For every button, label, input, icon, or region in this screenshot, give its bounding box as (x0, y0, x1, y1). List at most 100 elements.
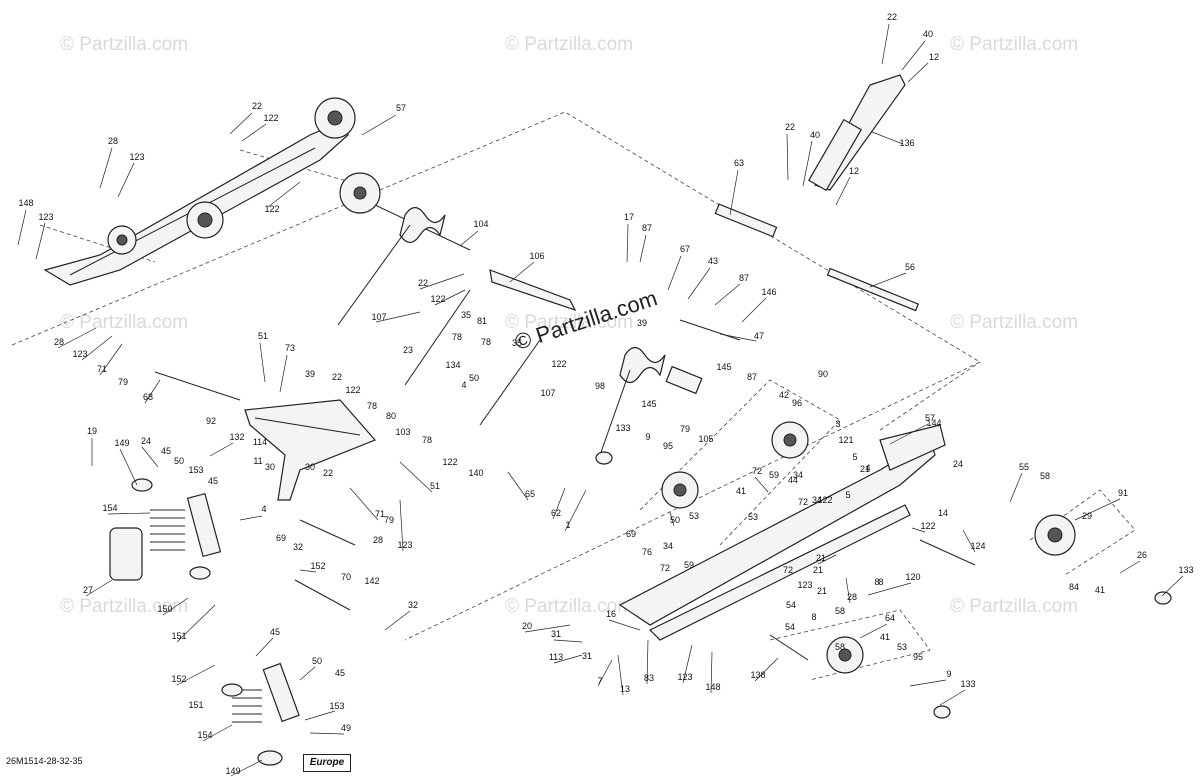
leader-line (241, 123, 267, 142)
idler-hub (673, 483, 687, 497)
part-number-label: 145 (716, 362, 731, 372)
part-number-label: 124 (970, 541, 985, 551)
part-labels: 2240125722122281231481231221362240126310… (18, 12, 1193, 776)
leader-line (459, 230, 479, 247)
part-number-label: 79 (118, 377, 128, 387)
part-number-label: 72 (660, 563, 670, 573)
part-number-label: 54 (785, 622, 795, 632)
leader-line (911, 527, 926, 533)
part-number-label: 45 (335, 668, 345, 678)
watermark: © Partzilla.com (950, 34, 1078, 55)
leader-line (279, 354, 288, 393)
part-number-label: 59 (684, 560, 694, 570)
part-number-label: 92 (206, 416, 216, 426)
part-number-label: 12 (849, 166, 859, 176)
part-number-label: 58 (835, 642, 845, 652)
part-number-label: 5 (852, 452, 857, 462)
part-number-label: 7 (597, 676, 602, 686)
idler-hub (1047, 527, 1063, 543)
part-number-label: 148 (705, 682, 720, 692)
part-number-label: 43 (708, 256, 718, 266)
part-number-label: 1 (565, 520, 570, 530)
part-number-label: 57 (925, 413, 935, 423)
ring-133 (595, 451, 613, 465)
part-number-label: 152 (310, 561, 325, 571)
part-number-label: 35 (461, 310, 471, 320)
part-number-label: 42 (779, 390, 789, 400)
ring-133 (1154, 591, 1172, 605)
part-number-label: 122 (263, 113, 278, 123)
part-number-label: 28 (54, 337, 64, 347)
part-number-label: 87 (642, 223, 652, 233)
shock-cover-150 (109, 527, 143, 581)
part-number-label: 107 (540, 388, 555, 398)
spring-arm (337, 224, 411, 326)
part-number-label: 153 (329, 701, 344, 711)
watermark: © Partzilla.com (60, 596, 188, 617)
leader-line (267, 181, 301, 208)
part-number-label: 140 (468, 468, 483, 478)
shaft-wheel-hub (353, 186, 367, 200)
part-number-label: 132 (229, 432, 244, 442)
watermark-layer: © Partzilla.com © Partzilla.com © Partzi… (60, 34, 1078, 617)
link-107 (479, 339, 541, 426)
part-number-label: 53 (748, 512, 758, 522)
part-number-label: 76 (642, 547, 652, 557)
part-number-label: 122 (430, 294, 445, 304)
part-number-label: 154 (197, 730, 212, 740)
part-number-label: 22 (332, 372, 342, 382)
part-number-label: 78 (481, 337, 491, 347)
part-number-label: 71 (375, 509, 385, 519)
leader-line (867, 582, 912, 596)
leader-line (710, 651, 713, 694)
watermark: © Partzilla.com (950, 596, 1078, 617)
part-number-label: 16 (606, 609, 616, 619)
part-number-label: 50 (312, 656, 322, 666)
part-number-label: 8 (878, 577, 883, 587)
leader-line (687, 267, 711, 300)
rail-wheel-hub (327, 110, 343, 126)
leader-line (564, 489, 587, 532)
leader-line (304, 710, 336, 721)
part-number-label: 96 (792, 398, 802, 408)
watermark: © Partzilla.com (60, 34, 188, 55)
part-number-label: 45 (161, 446, 171, 456)
leader-line (962, 529, 976, 553)
part-number-label: 55 (1019, 462, 1029, 472)
part-number-label: 24 (141, 436, 151, 446)
coil-spring-154 (232, 689, 262, 723)
part-number-label: 40 (923, 29, 933, 39)
leader-line (754, 657, 779, 682)
part-number-label: 11 (253, 456, 262, 466)
leader-line (646, 639, 649, 685)
part-number-label: 14 (938, 508, 948, 518)
leader-line (239, 515, 263, 521)
leader-lines (17, 23, 1184, 777)
shaft-70 (299, 519, 356, 546)
leader-line (99, 343, 123, 376)
part-number-label: 144 (926, 418, 941, 428)
part-number-label: 41 (736, 486, 746, 496)
leader-line (99, 147, 113, 189)
leader-line (869, 272, 907, 288)
shaft-142 (294, 579, 351, 611)
part-number-label: 53 (689, 511, 699, 521)
shaft-56 (826, 267, 920, 312)
leader-line (162, 597, 189, 616)
part-number-label: 68 (143, 392, 153, 402)
leader-line (229, 112, 253, 135)
part-number-label: 81 (477, 316, 487, 326)
leader-line (889, 423, 929, 445)
slide-rail-right (618, 424, 946, 641)
leader-line (524, 624, 571, 633)
leader-line (144, 379, 161, 404)
part-number-label: 123 (72, 349, 87, 359)
leader-line (299, 666, 316, 681)
part-number-label: 45 (270, 627, 280, 637)
part-number-label: 4 (865, 463, 870, 473)
leader-line (786, 133, 789, 181)
shaft-138 (769, 634, 809, 661)
part-number-label: 84 (1069, 582, 1079, 592)
ring-151 (221, 683, 243, 697)
shock-absorbers (109, 74, 906, 766)
